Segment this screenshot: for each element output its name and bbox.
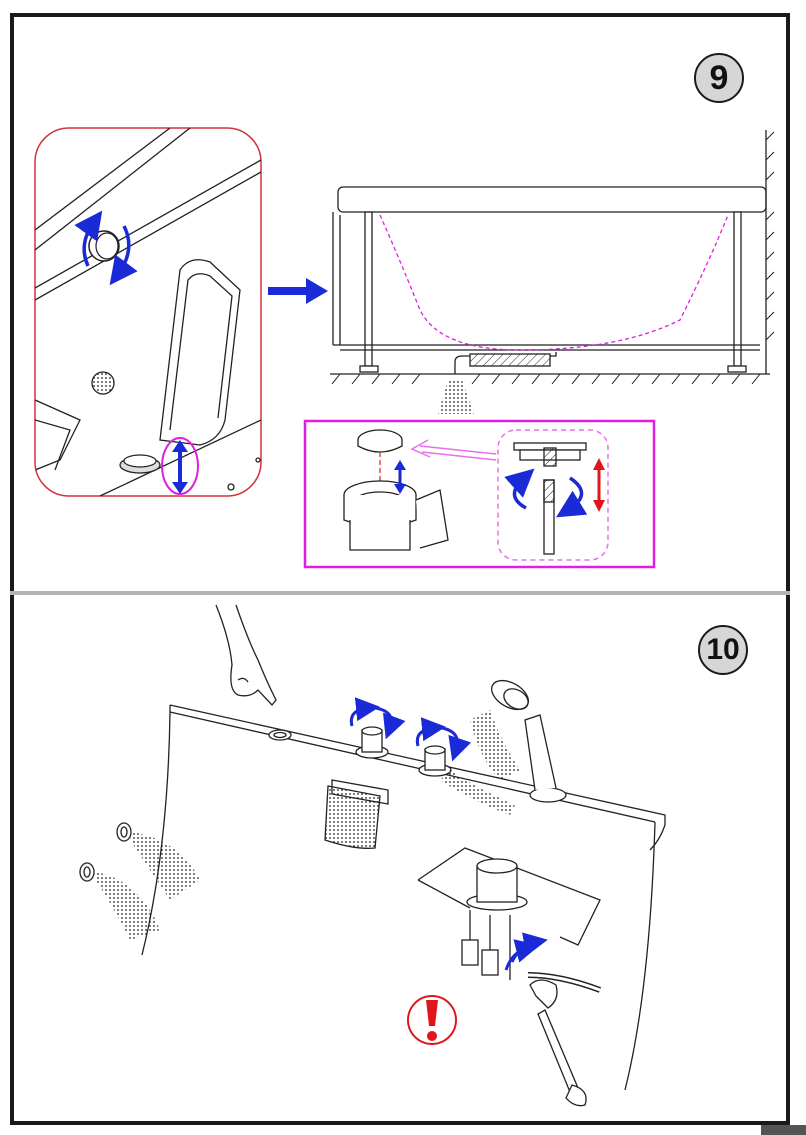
- bathtub-top-view: [79, 604, 666, 1107]
- step-number-9: 9: [694, 53, 744, 103]
- step-number-10: 10: [698, 625, 748, 675]
- drain-plug: [119, 454, 161, 474]
- rotate-arrows-icon: [504, 468, 588, 518]
- up-down-arrow-icon: [172, 440, 188, 494]
- right-arrow-icon: [268, 278, 328, 304]
- section-divider: [10, 591, 790, 595]
- knob: [88, 230, 120, 262]
- page-corner-tab: [761, 1125, 806, 1135]
- warning-exclamation-icon: [407, 995, 457, 1045]
- drain-detail-box: [303, 419, 656, 569]
- page-frame: [10, 13, 790, 1125]
- up-down-arrow-icon: [394, 460, 406, 494]
- detail-callout: [34, 127, 262, 497]
- rotate-arrows-icon: [349, 697, 548, 971]
- up-down-arrow-icon: [593, 458, 605, 512]
- rotate-arrows-icon: [74, 210, 138, 286]
- bathtub-side-view: [330, 130, 775, 414]
